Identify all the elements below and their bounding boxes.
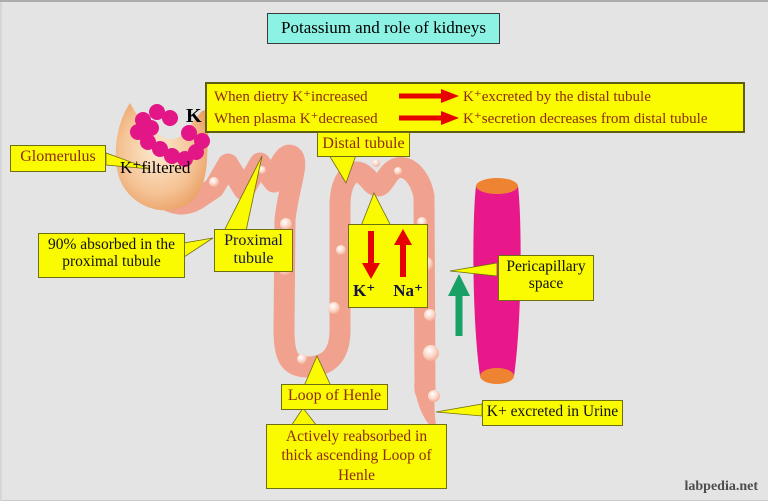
urine-label-pointer	[435, 403, 483, 417]
info-row-right-text: K⁺secretion decreases from distal tubule	[463, 110, 708, 127]
kna-labels: K⁺ Na⁺	[353, 281, 423, 301]
loop-of-henle-label: Loop of Henle	[281, 384, 388, 410]
callout-pointers	[105, 152, 498, 427]
capillary	[473, 178, 521, 384]
info-row-dietary: When dietry K⁺increased K⁺excreted by th…	[214, 85, 739, 107]
info-row-left-text: When plasma K⁺decreased	[214, 110, 378, 127]
kna-box-pointer	[360, 192, 392, 227]
urine-excretion-label: K+ excreted in Urine	[482, 400, 623, 426]
glomerulus-label: Glomerulus	[10, 145, 106, 172]
red-right-arrow-icon	[399, 111, 459, 125]
info-row-right-text: K⁺excreted by the distal tubule	[463, 88, 651, 105]
red-up-arrow-icon	[394, 229, 412, 277]
tubule-droplets	[209, 159, 440, 402]
green-up-arrow-icon	[448, 274, 470, 336]
info-box: When dietry K⁺increased K⁺excreted by th…	[205, 82, 745, 133]
actively-reabsorbed-label: Actively reabsorbed in thick ascending L…	[266, 424, 447, 489]
na-ion-label: Na⁺	[393, 281, 423, 300]
pericapillary-pointer	[449, 262, 498, 277]
proximal-tubule-label: Proximal tubule	[214, 229, 293, 272]
absorbed-note-pointer	[183, 237, 214, 258]
absorbed-note-label: 90% absorbed in the proximal tubule	[38, 233, 185, 278]
k-ion-label: K⁺	[353, 281, 376, 300]
info-row-left-text: When dietry K⁺increased	[214, 88, 368, 105]
page-title: Potassium and role of kidneys	[267, 13, 500, 44]
red-right-arrow-icon	[399, 89, 459, 103]
pericapillary-space-label: Pericapillary space	[498, 255, 594, 301]
glomerulus-dots	[130, 104, 210, 167]
watermark: labpedia.net	[684, 479, 758, 494]
capillary-top-cap	[476, 178, 518, 194]
distal-tubule-label: Distal tubule	[317, 132, 410, 157]
red-down-arrow-icon	[362, 231, 380, 279]
capillary-bottom-cap	[480, 368, 514, 384]
kna-exchange-box: K⁺ Na⁺	[348, 224, 428, 308]
k-filtered-label: K⁺filtered	[120, 158, 191, 177]
info-row-plasma: When plasma K⁺decreased K⁺secretion decr…	[214, 107, 739, 129]
glomerulus-pointer	[105, 152, 151, 170]
k-marker: K	[186, 105, 202, 127]
kna-arrows	[362, 229, 412, 279]
